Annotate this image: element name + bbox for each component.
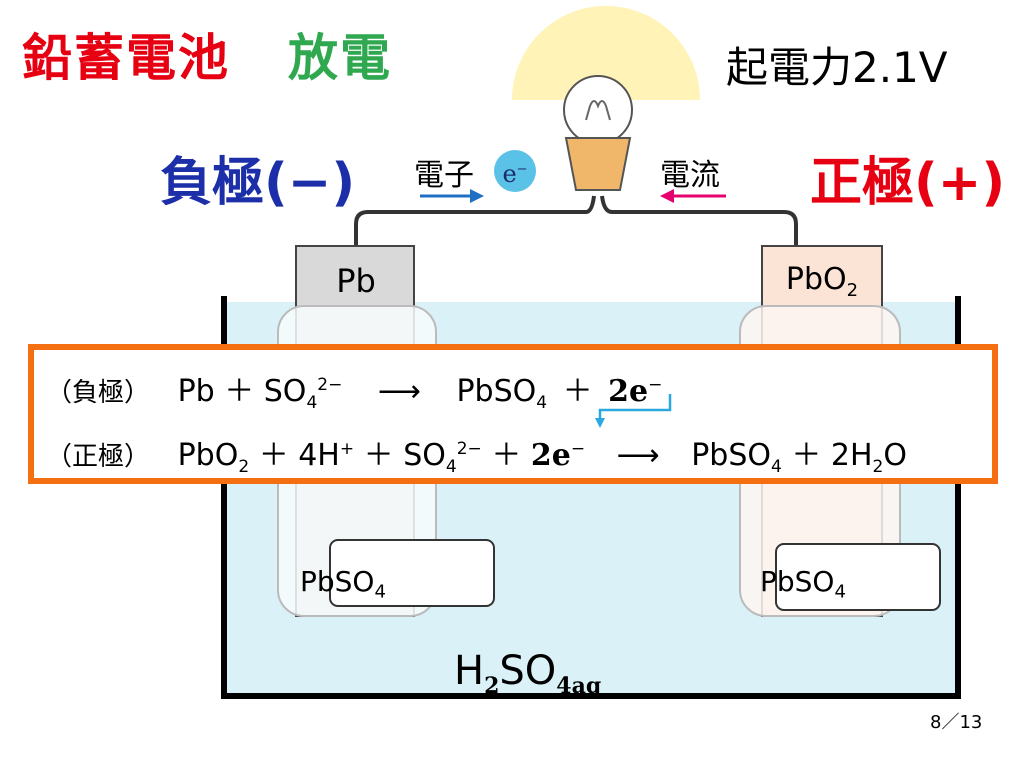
electron-arrowhead bbox=[470, 189, 484, 203]
pos-p1: PbSO bbox=[691, 438, 771, 473]
pos-product-base: PbSO bbox=[760, 565, 835, 598]
title-main: 鉛蓄電池 bbox=[22, 29, 230, 87]
pbo2-electrode-material: PbO2 bbox=[762, 262, 882, 301]
pos-r1: PbO bbox=[177, 438, 239, 473]
negative-product-label: PbSO4 bbox=[300, 565, 386, 603]
reaction-box: （負極） Pb ＋ SO42− ⟶ PbSO4 ＋ 2e− （正極） PbO2 … bbox=[28, 344, 998, 484]
pos-electrons-sup: − bbox=[570, 439, 586, 459]
pos-product-box bbox=[775, 543, 941, 611]
positive-electrode-label: 正極(+) bbox=[810, 153, 1006, 213]
pbo2-base: PbO bbox=[785, 262, 847, 297]
wire-to-bulb bbox=[585, 195, 613, 214]
page-number: 8／13 bbox=[930, 712, 983, 733]
current-text: 電流 bbox=[660, 158, 720, 193]
neg-plus: ＋ bbox=[562, 374, 593, 409]
pb-electrode-material: Pb bbox=[336, 262, 376, 300]
bulb-glow bbox=[512, 6, 700, 100]
pos-r2-sup: + bbox=[339, 439, 355, 459]
neg-electrons: 2e bbox=[608, 374, 649, 409]
positive-reaction: （正極） PbO2 ＋ 4H+ ＋ SO42− ＋ 2e− ⟶ PbSO4 ＋ … bbox=[46, 430, 907, 477]
neg-reactant-sup: 2− bbox=[317, 375, 343, 395]
title-sub: 放電 bbox=[288, 29, 392, 87]
neg-reactant: Pb ＋ SO bbox=[177, 374, 307, 409]
neg-arrow: ⟶ bbox=[377, 374, 421, 409]
pos-r3: ＋ SO bbox=[363, 438, 446, 473]
positive-reaction-tag: （正極） bbox=[46, 442, 151, 472]
wire bbox=[354, 210, 798, 246]
neg-product-sub: 4 bbox=[374, 581, 386, 603]
neg-product: PbSO bbox=[456, 374, 537, 409]
pos-r2: ＋ 4H bbox=[258, 438, 340, 473]
emf-label: 起電力2.1V bbox=[726, 43, 948, 92]
pos-p2: ＋ 2H bbox=[791, 438, 873, 473]
electrolyte-so: SO bbox=[499, 648, 557, 694]
electrolyte-sub2: 4aq bbox=[556, 673, 602, 699]
pos-arrow: ⟶ bbox=[616, 438, 660, 473]
electrolyte-sub1: 2 bbox=[484, 673, 500, 699]
bulb-glass bbox=[563, 75, 633, 145]
neg-electrons-sup: − bbox=[648, 375, 663, 395]
electrolyte-label: H2SO4aq bbox=[454, 648, 601, 699]
negative-reaction-tag: （負極） bbox=[46, 378, 151, 408]
neg-product-base: PbSO bbox=[300, 565, 375, 598]
electron-text: 電子 bbox=[414, 158, 474, 193]
pos-r1-sub: 2 bbox=[238, 457, 250, 477]
pos-product-sub: 4 bbox=[834, 581, 846, 603]
pbo2-sub: 2 bbox=[846, 280, 859, 301]
electron-charge: − bbox=[516, 162, 528, 177]
pos-electrons: 2e bbox=[530, 438, 571, 473]
positive-product-label: PbSO4 bbox=[760, 565, 846, 603]
current-arrowhead bbox=[660, 189, 674, 203]
pos-p1-sub: 4 bbox=[770, 457, 782, 477]
bulb-base bbox=[564, 137, 632, 191]
neg-product-box bbox=[329, 539, 495, 607]
pos-r4: ＋ bbox=[491, 438, 531, 473]
bulb-filament bbox=[585, 100, 611, 121]
neg-product-sub: 4 bbox=[536, 393, 548, 413]
electron-icon: e− bbox=[494, 150, 536, 192]
pos-p2-sub: 2 bbox=[872, 457, 884, 477]
pos-p3: O bbox=[883, 438, 907, 473]
vessel-walls bbox=[221, 296, 961, 699]
neg-reactant-sub: 4 bbox=[306, 393, 318, 413]
electron-symbol: e bbox=[502, 160, 517, 188]
negative-reaction: （負極） Pb ＋ SO42− ⟶ PbSO4 ＋ 2e− bbox=[46, 366, 662, 413]
negative-electrode-label: 負極(−) bbox=[160, 153, 356, 213]
electrolyte-h: H bbox=[454, 648, 485, 694]
pos-r3-sub: 4 bbox=[445, 457, 457, 477]
pos-r3-sup: 2− bbox=[456, 439, 482, 459]
electron-transfer-arrow bbox=[595, 394, 672, 428]
